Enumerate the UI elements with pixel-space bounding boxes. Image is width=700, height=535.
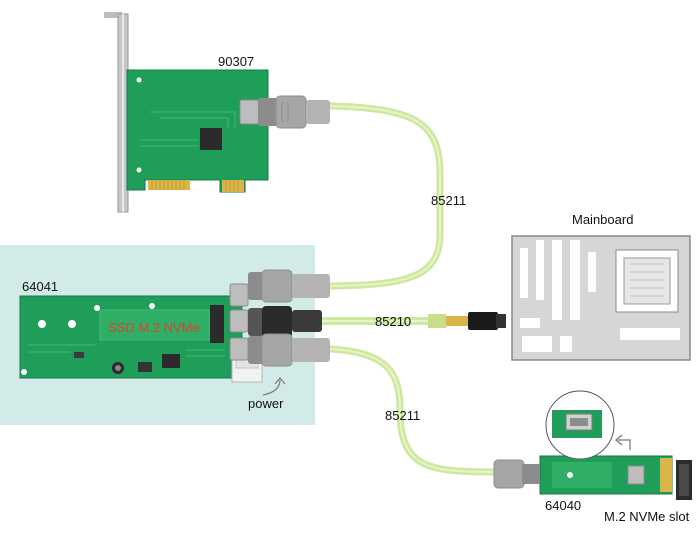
connector-64041-top <box>248 269 330 303</box>
adapter-64040 <box>539 455 673 495</box>
label-card-64041: 64041 <box>22 279 58 294</box>
connector-64041-bottom <box>248 333 330 367</box>
connector-64040 <box>493 459 540 489</box>
label-cable-top: 85211 <box>431 193 466 208</box>
label-power: power <box>248 396 284 411</box>
label-mainboard: Mainboard <box>572 212 633 227</box>
label-card-90307: 90307 <box>218 54 254 69</box>
label-adapter-64040: 64040 <box>545 498 581 513</box>
label-cable-bottom: 85211 <box>385 408 420 423</box>
label-m2-slot: M.2 NVMe slot <box>604 509 690 524</box>
m2-nvme-slot <box>676 460 692 500</box>
adapter-zoom-inset <box>545 390 615 460</box>
zoom-arrow-icon <box>615 434 631 450</box>
connector-85210-end <box>428 312 506 330</box>
power-arrow-icon <box>262 377 286 396</box>
cable-85211-top <box>326 102 444 290</box>
label-cable-mid: 85210 <box>375 314 411 329</box>
ssd-label: SSD M.2 NVMe <box>108 320 200 335</box>
card-64041 <box>19 283 263 383</box>
connector-64041-middle <box>248 306 322 338</box>
connector-90307 <box>258 95 330 129</box>
mainboard <box>511 235 691 361</box>
pcie-card-90307 <box>104 12 269 213</box>
cable-85211-bottom <box>326 345 504 476</box>
